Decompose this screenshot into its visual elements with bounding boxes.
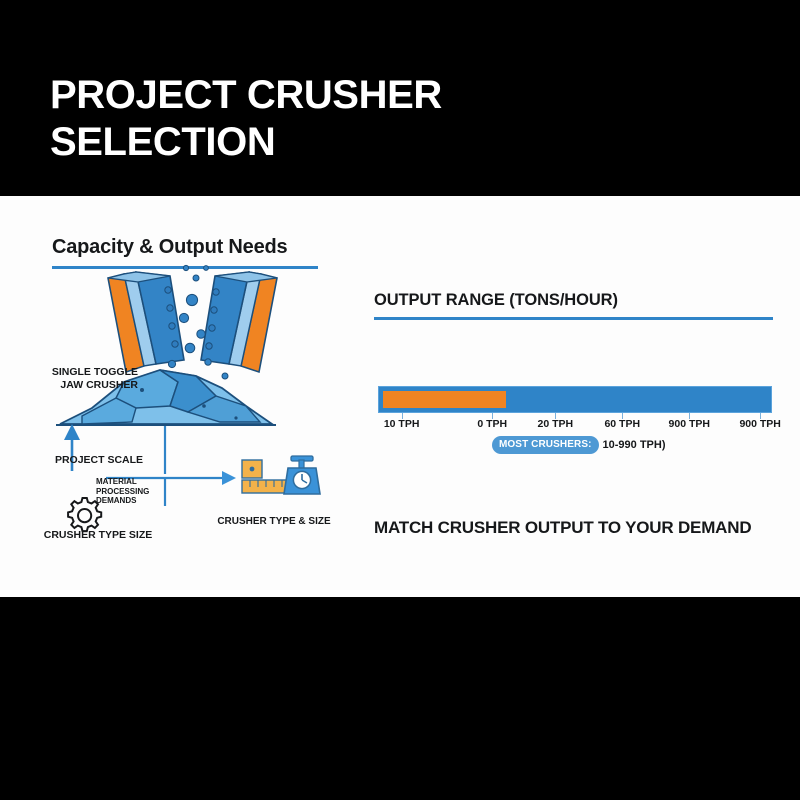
right-jaw-top-face [214,271,278,283]
weighing-scale-icon [283,455,321,495]
bar-tick-label: 20 TPH [537,418,574,430]
label-crusher-type-size: CRUSHER TYPE SIZE [43,529,153,541]
right-heading-underline [374,317,773,320]
bar-tick-mark [622,413,624,419]
bar-tick-label: 10 TPH [383,418,420,430]
content-panel: Capacity & Output Needs [0,196,800,597]
label-project-scale: PROJECT SCALE [54,454,144,466]
jaw-studs [164,286,220,350]
bar-tick-mark [401,413,403,419]
rock-facet-c [186,395,262,423]
output-range-tick-labels: 10 TPH 0 TPH 20 TPH 60 TPH 900 TPH 900 TPH [372,418,781,434]
bar-tick-label: 60 TPH [604,418,641,430]
most-crushers-annotation: MOST CRUSHERS: 10-990 TPH) [492,436,666,454]
arrow-up-icon [64,424,80,471]
badge-value: 10-990 TPH) [602,439,666,451]
bar-tick-mark [760,413,762,419]
bar-tick-mark [555,413,557,419]
rock-speckles [140,388,238,420]
connector-lines [106,426,220,506]
arrow-right-icon [220,471,236,485]
bar-tick-label: 900 TPH [739,418,781,430]
output-range-bar-track [378,386,772,413]
status-badge: MOST CRUSHERS: [492,436,599,454]
bar-tick-mark [492,413,494,419]
label-material-processing-demands: MATERIAL PROCESSING DEMANDS [96,477,150,505]
page-title: PROJECT CRUSHER SELECTION [50,73,442,164]
footer-band [0,597,800,800]
closing-statement: MATCH CRUSHER OUTPUT TO YOUR DEMAND [374,518,752,537]
label-crusher-type-and-size: CRUSHER TYPE & SIZE [217,516,331,527]
bar-tick-mark [689,413,691,419]
gear-icon [67,497,103,533]
right-section-heading: OUTPUT RANGE (TONS/HOUR) [374,291,618,309]
left-section-heading: Capacity & Output Needs [52,236,288,258]
output-range-bar-fill [383,391,506,408]
label-single-toggle-jaw-crusher: SINGLE TOGGLE JAW CRUSHER [51,366,138,391]
jaw-crusher-illustration [56,264,278,426]
bar-tick-label: 900 TPH [668,418,710,430]
jaw-crusher-diagram [56,264,321,533]
left-jaw-top-face [107,271,171,283]
falling-particles [146,264,229,382]
bar-tick-label: 0 TPH [477,418,508,430]
header-band: PROJECT CRUSHER SELECTION [0,0,800,196]
rock-facet-d [81,397,137,425]
output-range-bar-ticks [378,413,772,419]
